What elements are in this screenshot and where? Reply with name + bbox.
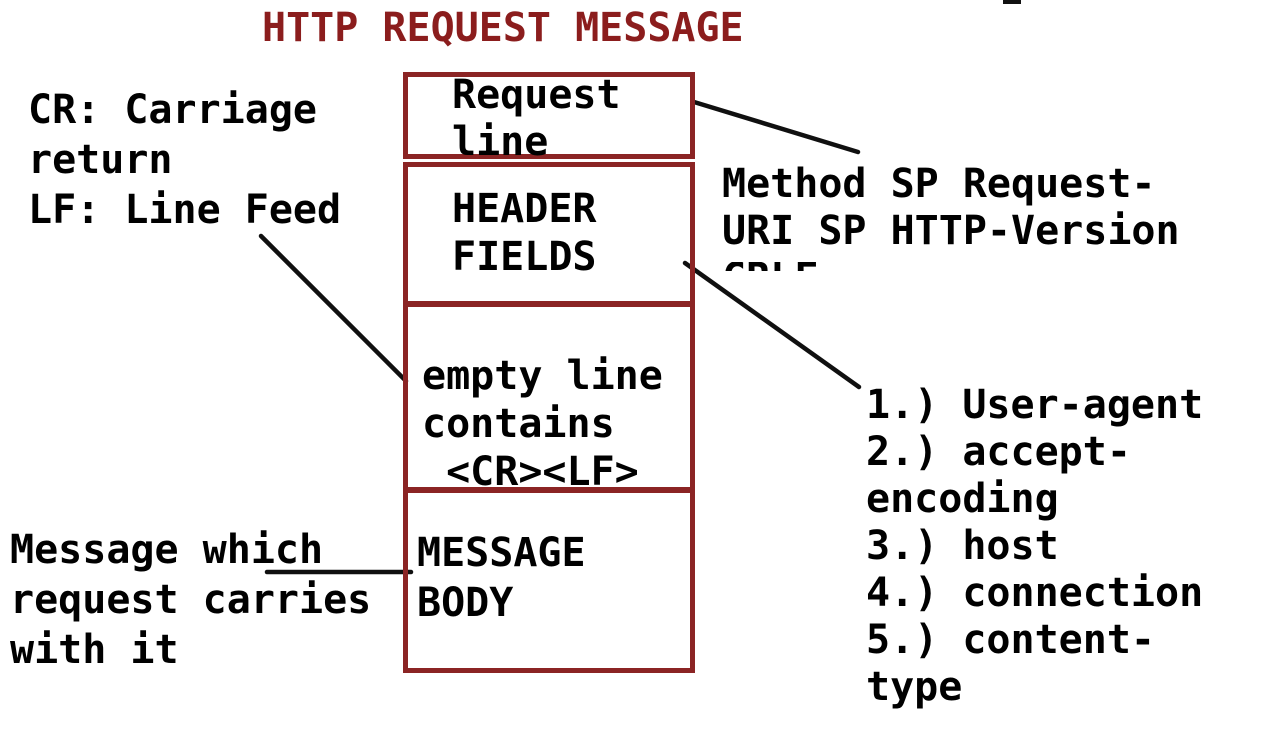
empty-line-label: empty line contains <CR><LF> [422, 353, 663, 495]
connector-header-fields-to-list [682, 260, 862, 390]
header-fields-label: HEADER FIELDS [452, 186, 597, 280]
connector-request-line-to-format [691, 99, 861, 155]
request-line-format-note: Method SP Request- URI SP HTTP-Version [722, 161, 1180, 254]
header-field-item-continuation: encoding [866, 476, 1059, 522]
header-fields-list: 1.) User-agent 2.) accept- encoding 3.) … [866, 382, 1203, 711]
request-line-format-clipped-line: CRLF [722, 262, 912, 271]
page-title: HTTP REQUEST MESSAGE [262, 5, 744, 51]
header-field-item: 1.) User-agent [866, 382, 1204, 428]
header-field-item: 2.) accept- [866, 429, 1131, 475]
message-body-label: MESSAGE BODY [417, 530, 586, 626]
header-field-item: 5.) content- [866, 617, 1155, 663]
header-field-item-continuation: type [866, 664, 963, 710]
message-body-box [403, 488, 695, 673]
cropped-text-artifact [1003, 0, 1021, 4]
request-line-label: Request line [452, 72, 621, 165]
connector-lf-note-to-empty-line-box [258, 233, 409, 384]
message-body-note: Message which request carries with it [10, 527, 372, 673]
clipped-crlf-text: CRLF [722, 262, 912, 271]
crlf-definition-note: CR: Carriage return LF: Line Feed [28, 87, 342, 233]
request-line-box [403, 72, 695, 159]
header-field-item: 3.) host [866, 523, 1059, 569]
header-field-item: 4.) connection [866, 570, 1204, 616]
